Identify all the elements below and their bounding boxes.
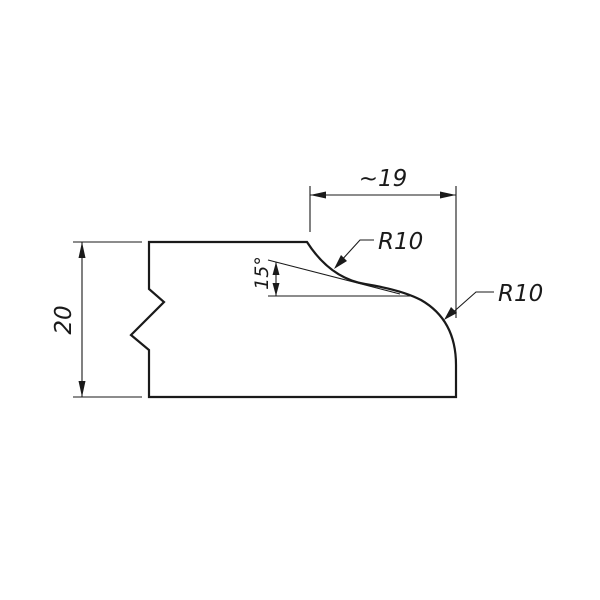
angle-label: 15° bbox=[251, 256, 273, 290]
radius-bottom-leader bbox=[449, 291, 494, 316]
radius-top-leader bbox=[339, 239, 374, 263]
width-arrow-left bbox=[310, 191, 326, 199]
height-label: 20 bbox=[51, 305, 77, 334]
radius-top-arrow bbox=[334, 255, 347, 269]
width-arrow-right bbox=[440, 191, 456, 199]
height-arrow-bottom bbox=[78, 381, 86, 397]
angle-arrow-bottom bbox=[272, 283, 280, 296]
radius-bottom-label: R10 bbox=[498, 281, 543, 307]
angle-reference-tangent bbox=[267, 259, 401, 295]
width-label: ~19 bbox=[359, 166, 408, 192]
angle-dimension: 15° bbox=[251, 256, 410, 297]
angle-arrow-top bbox=[272, 262, 280, 275]
radius-top-callout: R10 bbox=[334, 229, 423, 269]
height-arrow-top bbox=[78, 242, 86, 258]
height-dimension: 20 bbox=[51, 241, 142, 398]
radius-bottom-arrow bbox=[444, 307, 457, 320]
width-dimension: ~19 bbox=[309, 166, 457, 318]
profile-outline bbox=[129, 240, 458, 399]
radius-top-label: R10 bbox=[378, 229, 423, 255]
radius-bottom-callout: R10 bbox=[444, 281, 543, 320]
